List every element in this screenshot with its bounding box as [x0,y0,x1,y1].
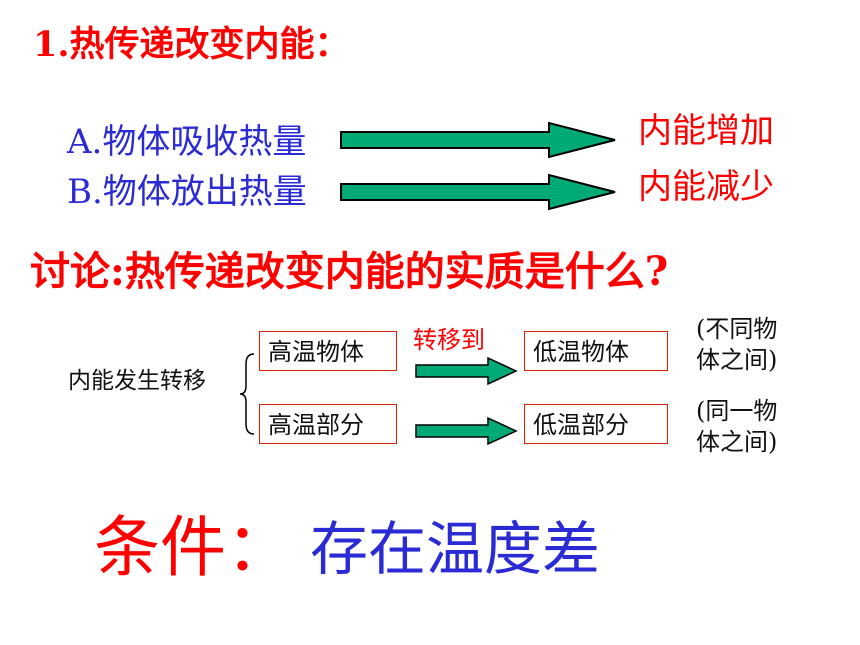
box-hot-part: 高温部分 [259,404,397,444]
arrow-right-icon [415,416,518,446]
note-different-objects: (不同物体之间) [696,315,778,375]
note-same-object: (同一物体之间) [696,397,778,457]
brace-icon [239,353,255,435]
box-hot-object: 高温物体 [259,331,397,371]
discussion-question: 讨论:热传递改变内能的实质是什么? [30,248,669,295]
box-cold-part: 低温部分 [524,404,668,444]
transfer-label: 内能发生转移 [68,368,206,394]
heading: 1.热传递改变内能： [33,24,350,65]
condition-value: 存在温度差 [310,515,601,583]
arrow-right-icon [340,121,616,159]
condition-label: 条件： [94,509,292,586]
result-energy-decrease: 内能减少 [638,167,774,207]
transfer-to-label: 转移到 [413,326,485,354]
arrow-right-icon [415,356,518,386]
cause-absorb-heat: A.物体吸收热量 [67,122,307,162]
result-energy-increase: 内能增加 [638,111,774,151]
cause-release-heat: B.物体放出热量 [67,172,307,212]
box-cold-object: 低温物体 [524,331,668,371]
arrow-right-icon [340,173,616,211]
